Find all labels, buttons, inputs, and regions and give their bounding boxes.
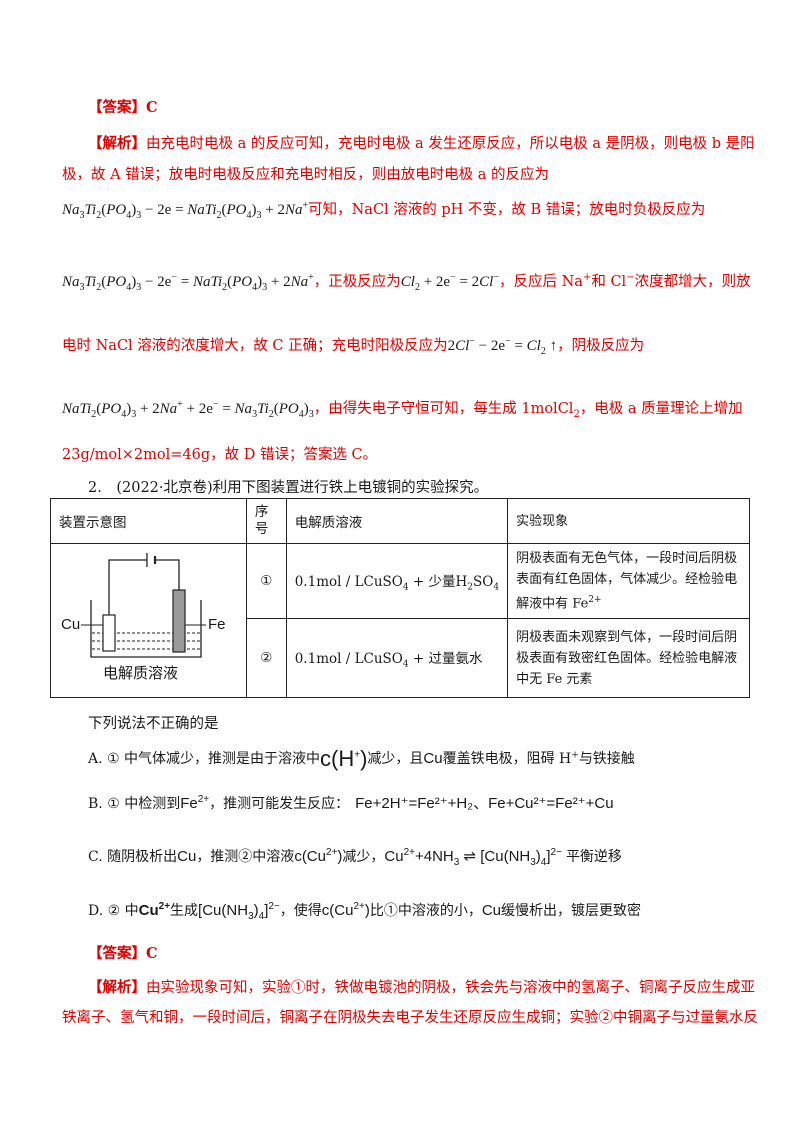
option-c: C. 随阴极析出Cu，推测②中溶液c(Cu2+)减少，Cu2++4NH3 ⇌ [… — [88, 847, 622, 868]
table-row: ② 0.1mol / LCuSO4 + 过量氨水 阴极表面未观察到气体，一段时间… — [51, 618, 750, 699]
option-d: D. ② 中Cu2+生成[Cu(NH3)4]2−，使得c(Cu2+)比①中溶液的… — [88, 901, 642, 922]
answer-2: 【答案】C — [88, 945, 158, 962]
row-1-number: ① — [245, 542, 287, 620]
equation-positive-electrode: Cl2 + 2e− = 2Cl− — [400, 272, 499, 293]
table-header-row: 装置示意图 序号 电解质溶液 实验现象 — [50, 498, 750, 544]
row-2-phenomenon: 阴极表面未观察到气体，一段时间后阴极表面有致密红色固体。经检验电解液中无 Fe … — [507, 618, 750, 699]
equation-negative-electrode: Na3Ti2(PO4)3 − 2e− = NaTi2(PO4)3 + 2Na+ — [62, 272, 314, 293]
answer-1: 【答案】C — [88, 96, 158, 117]
label-cu: Cu — [61, 616, 81, 633]
row-1-solution: 0.1mol / LCuSO4 + 少量H2SO4 — [285, 542, 509, 620]
option-b: B. ① 中检测到Fe2+，推测可能发生反应：Fe+2H⁺=Fe²⁺+H₂、Fe… — [88, 794, 614, 812]
row-1-phenomenon: 阴极表面有无色气体，一段时间后阴极表面有红色固体，气体减少。经检验电解液中有 F… — [507, 542, 750, 620]
experiment-table: 装置示意图 序号 电解质溶液 实验现象 — [50, 498, 750, 699]
analysis-1-line-5: 电时 NaCl 溶液的浓度增大，故 C 正确；充电时阳极反应为2Cl− − 2e… — [62, 336, 645, 357]
equation-anode: 2Cl− − 2e− = Cl2 ↑ — [447, 336, 558, 357]
row-2-number: ② — [245, 618, 287, 699]
header-number: 序号 — [245, 498, 287, 544]
analysis-1-line-2: 极，故 A 错误；放电时电极反应和充电时相反，则由放电时电极 a 的反应为 — [62, 167, 550, 183]
analysis-1-line-1: 【解析】由充电时电极 a 的反应可知，充电时电极 a 发生还原反应，所以电极 a… — [88, 135, 755, 152]
electroplating-apparatus-icon — [81, 552, 206, 658]
question-2-prompt: 下列说法不正确的是 — [88, 716, 219, 732]
header-solution: 电解质溶液 — [285, 498, 509, 544]
label-fe: Fe — [208, 616, 226, 633]
analysis-1-line-4: Na3Ti2(PO4)3 − 2e− = NaTi2(PO4)3 + 2Na+，… — [62, 272, 751, 293]
row-2-solution: 0.1mol / LCuSO4 + 过量氨水 — [285, 618, 509, 699]
analysis-2-line-2: 铁离子、氢气和铜，一段时间后，铜离子在阴极失去电子发生还原反应生成铜；实验②中铜… — [62, 1010, 758, 1026]
option-a: A. ① 中气体减少，推测是由于溶液中c(H+)减少，且Cu覆盖铁电极，阻碍 H… — [88, 746, 635, 771]
analysis-1-line-3: Na3Ti2(PO4)3 − 2e = NaTi2(PO4)3 + 2Na+可知… — [62, 200, 706, 221]
equation-discharge-a: Na3Ti2(PO4)3 − 2e = NaTi2(PO4)3 + 2Na+ — [62, 200, 309, 221]
equation-cathode: NaTi2(PO4)3 + 2Na+ + 2e− = Na3Ti2(PO4)3 — [62, 399, 314, 420]
analysis-1-line-6: NaTi2(PO4)3 + 2Na+ + 2e− = Na3Ti2(PO4)3，… — [62, 399, 743, 420]
answer-tag: 【答案】 — [88, 99, 146, 116]
header-diagram: 装置示意图 — [50, 498, 247, 544]
apparatus-diagram: Cu Fe 电解质溶液 — [50, 542, 247, 699]
analysis-2-line-1: 【解析】由实验现象可知，实验①时，铁做电镀池的阴极，铁会先与溶液中的氢离子、铜离… — [88, 979, 755, 996]
header-phenomenon: 实验现象 — [507, 498, 750, 544]
analysis-1-line-7: 23g/mol×2mol=46g，故 D 错误；答案选 C。 — [62, 447, 378, 463]
question-2-stem: 2. (2022·北京卷)利用下图装置进行铁上电镀铜的实验探究。 — [88, 480, 489, 496]
table-row: Cu Fe 电解质溶液 ① 0.1mol / LCuSO4 + 少量H2SO4 … — [50, 542, 750, 699]
diagram-caption: 电解质溶液 — [103, 664, 179, 682]
answer-value: C — [146, 99, 158, 116]
